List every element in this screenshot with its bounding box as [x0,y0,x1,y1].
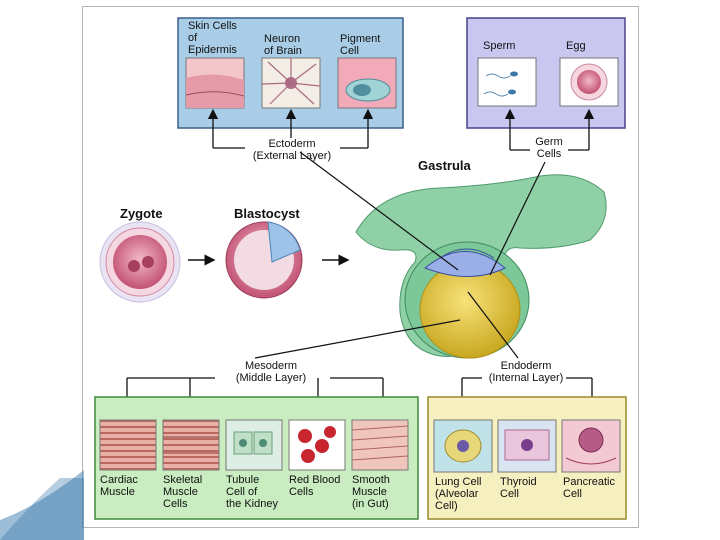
mesoderm-cell-label: Cardiac Muscle [100,474,138,498]
pancreatic-cell-image [561,419,621,473]
ectoderm-cell-label: Pigment Cell [340,33,381,57]
gastrula-image [355,174,607,359]
red-blood-cells-image [288,419,346,471]
cardiac-muscle-image [99,419,157,471]
germ-cell-label: Egg [566,40,586,52]
kidney-tubule-image [225,419,283,471]
endoderm-cell-label: Thyroid Cell [500,476,537,500]
smooth-muscle-image [351,419,409,471]
zygote-title: Zygote [120,206,163,221]
skeletal-muscle-image [162,419,220,471]
gastrula-title: Gastrula [418,158,471,173]
ectoderm-cell-label: Skin Cells of Epidermis [188,20,237,56]
zygote-image [99,221,181,303]
egg-image [559,57,619,107]
ectoderm-label: Ectoderm (External Layer) [252,138,332,162]
neuron-image [261,57,321,109]
mesoderm-cell-label: Red Blood Cells [289,474,341,498]
germ-cell-label: Sperm [483,40,516,52]
skin-cells-image [185,57,245,109]
thyroid-cell-image [497,419,557,473]
lung-cell-image [433,419,493,473]
germ-label: Germ Cells [535,136,563,160]
mesoderm-cell-label: Smooth Muscle (in Gut) [352,474,390,510]
pigment-cell-image [337,57,397,109]
blastocyst-title: Blastocyst [234,206,300,221]
endoderm-cell-label: Lung Cell (Alveolar Cell) [435,476,482,512]
endoderm-cell-label: Pancreatic Cell [563,476,615,500]
mesoderm-cell-label: Tubule Cell of the Kidney [226,474,278,510]
endoderm-label: Endoderm (Internal Layer) [488,360,564,384]
sperm-image [477,57,537,107]
mesoderm-label: Mesoderm (Middle Layer) [235,360,307,384]
ectoderm-cell-label: Neuron of Brain [264,33,302,57]
mesoderm-cell-label: Skeletal Muscle Cells [163,474,203,510]
blastocyst-image [225,221,303,299]
